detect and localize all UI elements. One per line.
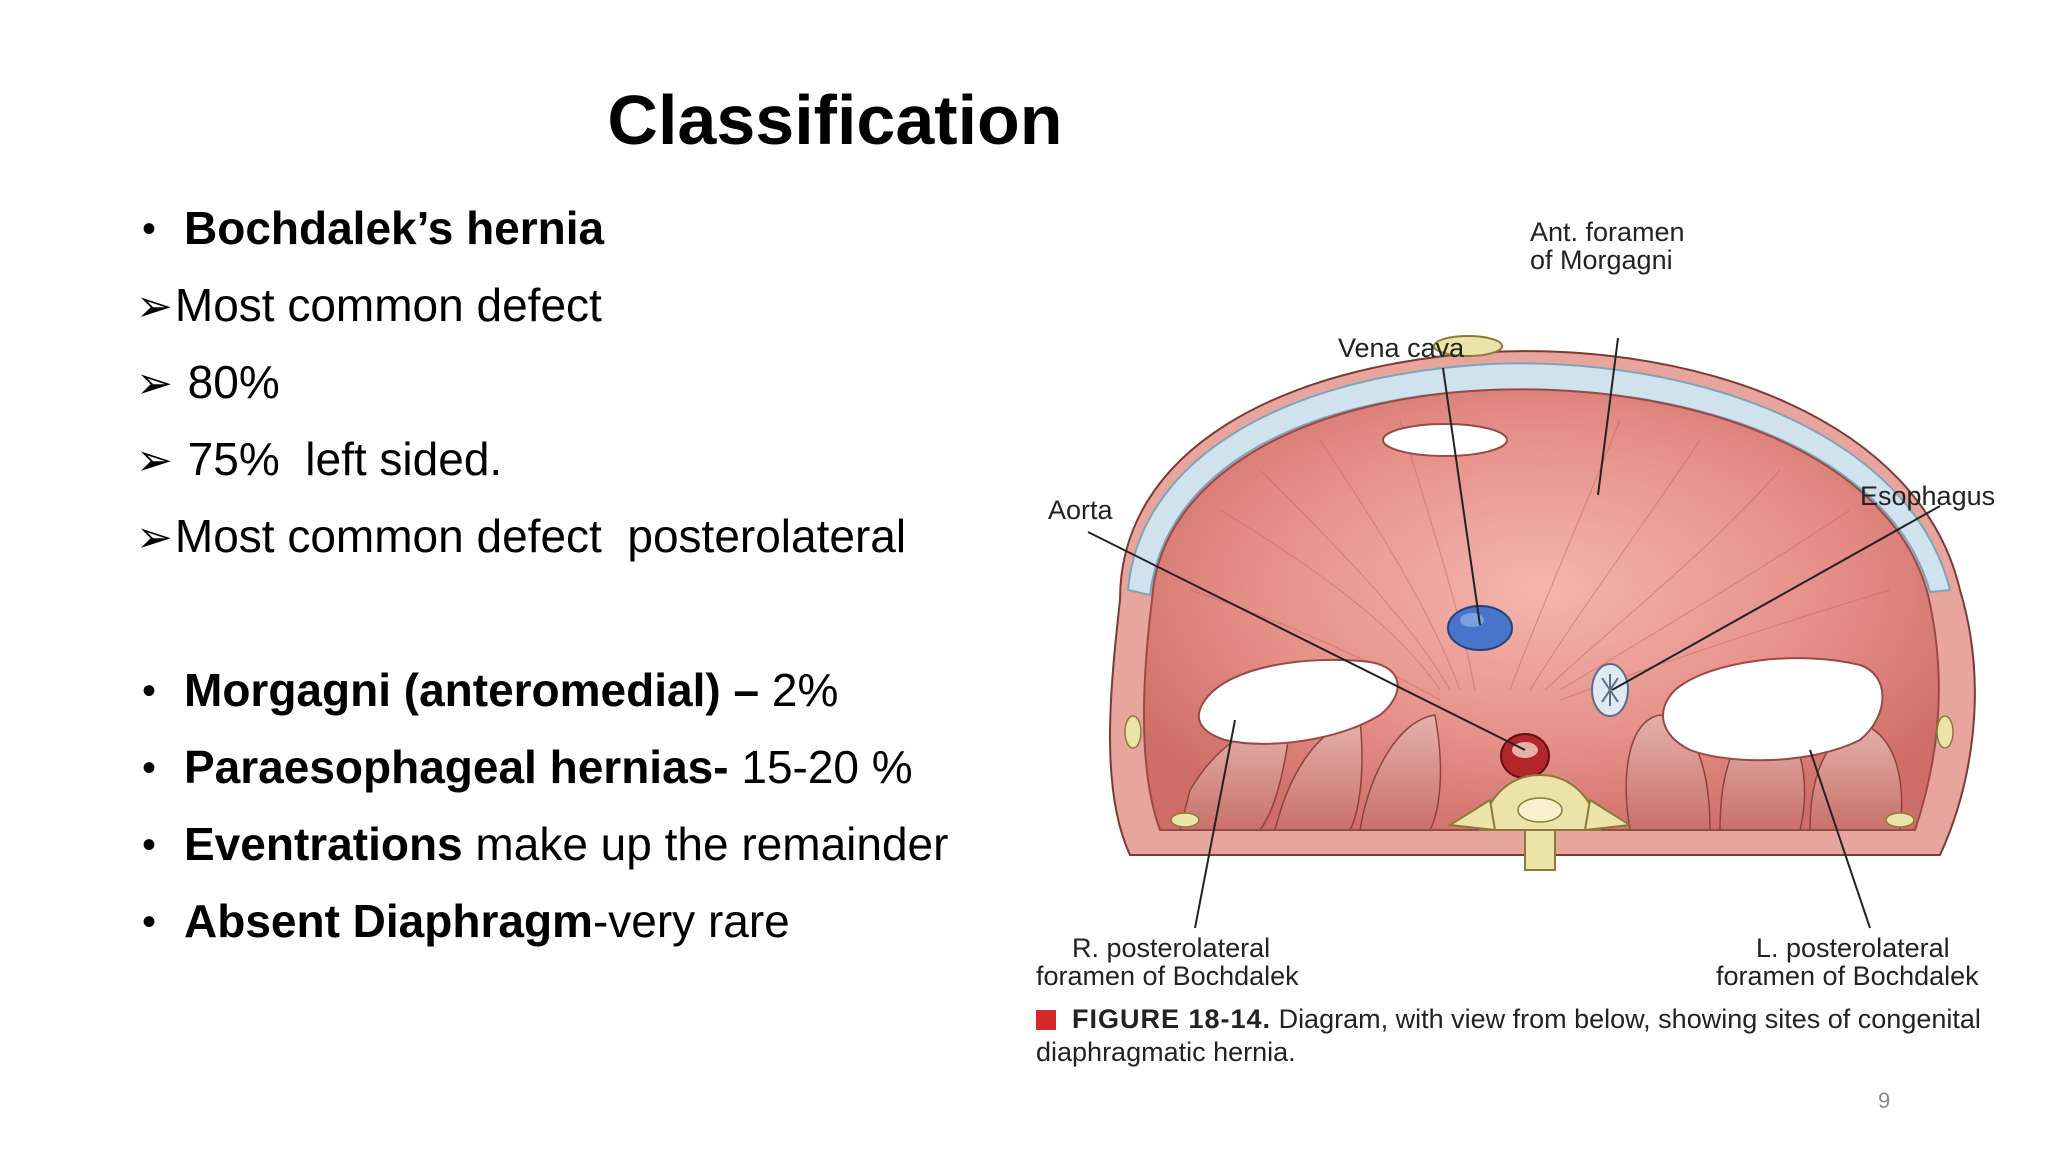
arrow-bullet-icon: ➢: [136, 436, 173, 485]
bullet-dot-icon: •: [142, 207, 157, 251]
xiphoid-bone: [1433, 335, 1503, 357]
label-l-posterolateral: L. posterolateral foramen of Bochdalek: [1716, 934, 1979, 990]
rib-sections: [1124, 715, 1954, 828]
spacer: [142, 575, 1022, 652]
bullet-bold-text: Morgagni (anteromedial) –: [184, 664, 772, 716]
bullet-text: -very rare: [592, 895, 790, 947]
label-vena-cava: Vena cava: [1338, 333, 1465, 363]
bullet-bold-text: Eventrations: [184, 818, 463, 870]
label-l-posterolateral-line1: L. posterolateral: [1756, 933, 1950, 963]
left-bochdalek-foramen: [1662, 657, 1884, 762]
figure-caption: FIGURE 18-14. Diagram, with view from be…: [1036, 1003, 2026, 1069]
label-aorta: Aorta: [1048, 495, 1113, 525]
label-r-posterolateral-line1: R. posterolateral: [1072, 933, 1271, 963]
slide-title: Classification: [607, 81, 1063, 159]
caption-text: Diagram, with view from below, showing s…: [1036, 1004, 1981, 1067]
bullet-bold-text: Paraesophageal hernias-: [184, 741, 742, 793]
label-ant-foramen-line1: Ant. foramen: [1530, 217, 1685, 247]
arrow-bullet-icon: ➢: [136, 513, 173, 562]
bullet-item: • Bochdalek’s hernia: [142, 190, 1022, 267]
esophagus-lumen-icon: [1601, 674, 1619, 706]
bullet-item: • Eventrations make up the remainder: [142, 806, 1022, 883]
rib-cartilage-band: [1126, 362, 1952, 597]
bullet-dot-icon: •: [142, 746, 157, 790]
page-number: 9: [1878, 1088, 1891, 1113]
caption-square-icon: [1036, 1010, 1056, 1030]
sub-point-text: 75% left sided.: [174, 433, 503, 485]
bullet-text: 15-20 %: [741, 741, 913, 793]
bullet-text: 2%: [771, 664, 839, 716]
bullet-item: • Paraesophageal hernias- 15-20 %: [142, 729, 1022, 806]
label-esophagus: Esophagus: [1860, 481, 1996, 511]
bullet-dot-icon: •: [142, 823, 157, 867]
bullet-bold-text: Absent Diaphragm: [184, 895, 593, 947]
arrow-bullet-icon: ➢: [136, 282, 173, 331]
sub-point: ➢Most common defect posterolateral: [136, 498, 1022, 575]
vena-cava-opening: [1447, 605, 1513, 651]
sub-point: ➢ 80%: [136, 344, 1022, 421]
diaphragm-figure: Ant. foramen of Morgagni Vena cava Aorta…: [1020, 218, 2040, 1080]
sub-point: ➢Most common defect: [136, 267, 1022, 344]
bullet-text: make up the remainder: [462, 818, 949, 870]
label-ant-foramen: Ant. foramen of Morgagni: [1530, 218, 1685, 274]
sub-point: ➢ 75% left sided.: [136, 421, 1022, 498]
label-ant-foramen-line2: of Morgagni: [1530, 245, 1673, 275]
bullet-item: • Absent Diaphragm-very rare: [142, 883, 1022, 960]
right-bochdalek-foramen: [1197, 658, 1399, 745]
arrow-bullet-icon: ➢: [136, 359, 173, 408]
bullet-dot-icon: •: [142, 669, 157, 713]
vertebral-body: [1517, 797, 1563, 823]
foramen-of-morgagni: [1382, 423, 1508, 457]
caption-figure-number: FIGURE 18-14.: [1072, 1004, 1272, 1034]
bullet-dot-icon: •: [142, 900, 157, 944]
label-r-posterolateral-line2: foramen of Bochdalek: [1036, 961, 1299, 991]
sub-point-text: Most common defect posterolateral: [174, 510, 907, 562]
leader-lines: [1087, 337, 1941, 929]
bullet-content: •Bochdalek’s hernia ➢Most common defect …: [136, 190, 1022, 960]
sub-point-text: Most common defect: [174, 279, 602, 331]
diaphragm-illustration: [1087, 335, 1976, 929]
label-l-posterolateral-line2: foramen of Bochdalek: [1716, 961, 1979, 991]
sub-point-text: 80%: [174, 356, 280, 408]
label-r-posterolateral: R. posterolateral foramen of Bochdalek: [1036, 934, 1299, 990]
bochdalek-heading: Bochdalek’s hernia: [184, 202, 605, 254]
bullet-item: • Morgagni (anteromedial) – 2%: [142, 652, 1022, 729]
